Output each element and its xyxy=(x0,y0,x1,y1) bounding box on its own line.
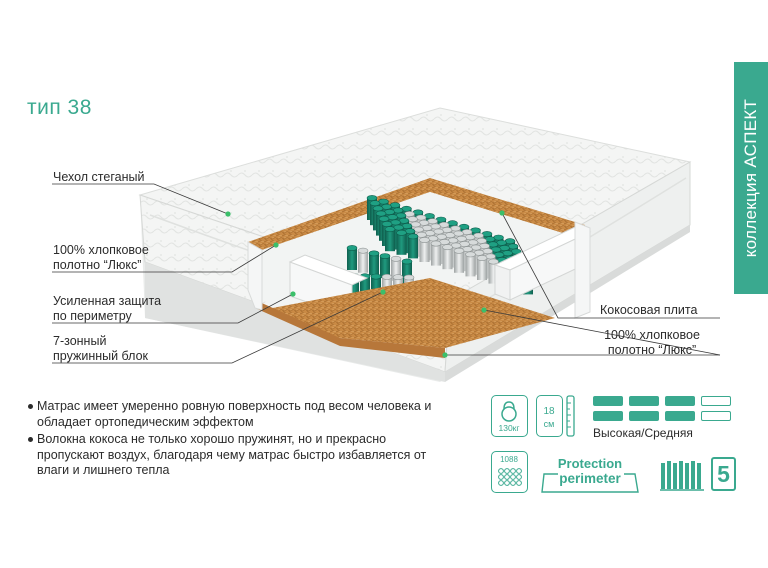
height-spec: 18 см xyxy=(536,395,563,437)
firmness-cell xyxy=(701,411,731,421)
spring-grey xyxy=(357,247,369,273)
weight-spec: 130кг xyxy=(491,395,528,437)
feature-item-2: Волокна кокоса не только хорошо пружинят… xyxy=(28,432,448,479)
spring-count-spec: 1088 xyxy=(491,451,528,493)
spring-green xyxy=(370,273,382,299)
firmness-cell xyxy=(665,396,695,406)
perimeter-outline-icon xyxy=(541,473,639,493)
spring-green xyxy=(384,226,396,252)
zones-count: 5 xyxy=(711,457,736,491)
spring-grid-icon xyxy=(498,468,522,486)
spring-count-value: 1088 xyxy=(500,455,518,464)
collection-banner: коллекция АСПЕКТ xyxy=(734,62,768,294)
label-perimeter-2: по периметру xyxy=(53,309,132,323)
firmness-label: Высокая/Средняя xyxy=(593,426,693,440)
spring-green xyxy=(407,233,419,259)
firmness-cell xyxy=(629,411,659,421)
spring-green xyxy=(396,229,407,255)
protection-perimeter-badge: Protection perimeter xyxy=(548,456,632,486)
label-cotton-top-2: полотно “Люкс” xyxy=(53,258,142,272)
spring-grey xyxy=(430,240,442,266)
mattress-cutaway xyxy=(247,178,592,358)
label-spring-2: пружинный блок xyxy=(53,349,149,363)
spring-grey xyxy=(419,237,430,262)
firmness-indicator xyxy=(593,396,737,424)
ruler-icon xyxy=(566,395,575,437)
label-cover: Чехол стеганый xyxy=(53,170,145,184)
leader-dots xyxy=(225,210,505,358)
label-cotton-top-1: 100% хлопковое xyxy=(53,243,149,257)
firmness-cell xyxy=(629,396,659,406)
firmness-cell xyxy=(701,396,731,406)
weight-value: 130кг xyxy=(498,423,520,433)
spring-grey xyxy=(390,255,402,281)
protection-line-1: Protection xyxy=(557,456,623,471)
spring-grey xyxy=(442,244,453,270)
label-perimeter-1: Усиленная защита xyxy=(53,294,162,308)
kettlebell-icon xyxy=(501,401,517,422)
label-coconut: Кокосовая плита xyxy=(600,303,698,317)
feature-item-1: Матрас имеет умеренно ровную поверхность… xyxy=(28,399,448,430)
spring-grey xyxy=(476,255,488,280)
product-title: тип 38 xyxy=(27,96,92,119)
feature-list: Матрас имеет умеренно ровную поверхность… xyxy=(28,399,448,481)
spring-grey xyxy=(453,247,465,273)
height-unit: см xyxy=(543,419,555,429)
label-cotton-bottom-2: полотно “Люкс” xyxy=(607,343,697,357)
label-cotton-bottom-1: 100% хлопковое xyxy=(604,328,700,342)
height-value: 18 xyxy=(543,406,555,417)
label-spring-1: 7-зонный xyxy=(53,334,107,348)
firmness-cell xyxy=(593,396,623,406)
spring-green xyxy=(401,258,413,284)
spring-green xyxy=(368,250,380,276)
spring-green xyxy=(346,245,358,270)
spring-grey xyxy=(488,258,499,284)
firmness-cell xyxy=(665,411,695,421)
firmness-cell xyxy=(593,411,623,421)
spring-grey xyxy=(465,251,476,277)
protection-line-2: perimeter xyxy=(559,471,621,486)
spring-green xyxy=(379,253,391,279)
zones-icon xyxy=(660,461,704,491)
leader-lines xyxy=(52,183,721,364)
